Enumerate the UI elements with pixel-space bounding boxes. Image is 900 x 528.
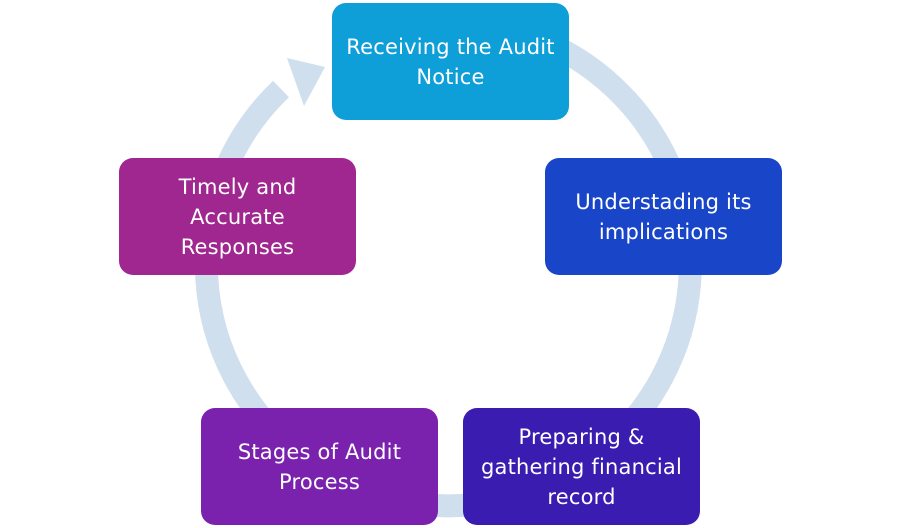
step-label: Stages of Audit Process xyxy=(237,439,402,494)
step-receiving-audit-notice: Receiving the Audit Notice xyxy=(332,3,569,120)
step-label: Understading its implications xyxy=(575,189,752,244)
step-understanding-implications: Understading its implications xyxy=(545,158,782,275)
step-timely-accurate-responses: Timely and Accurate Responses xyxy=(119,158,356,275)
cycle-arrowhead-icon xyxy=(287,58,325,106)
step-label: Preparing & gathering financial record xyxy=(480,424,683,509)
step-stages-of-audit-process: Stages of Audit Process xyxy=(201,408,438,525)
step-label: Timely and Accurate Responses xyxy=(178,174,297,259)
step-preparing-financial-record: Preparing & gathering financial record xyxy=(463,408,700,525)
step-label: Receiving the Audit Notice xyxy=(346,34,555,89)
